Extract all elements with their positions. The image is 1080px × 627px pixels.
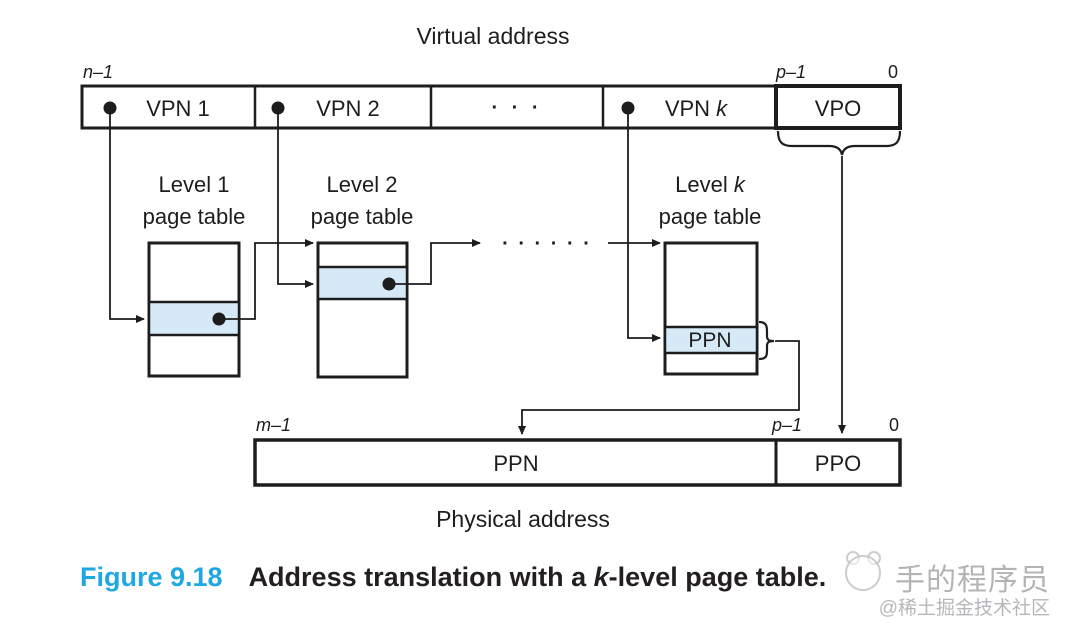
vpn1-lookup-arrow bbox=[109, 112, 145, 323]
vpn2-lookup-arrow bbox=[277, 112, 314, 288]
bit-label-m1: m–1 bbox=[256, 415, 291, 435]
watermark-community: @稀土掘金技术社区 bbox=[878, 598, 1050, 619]
ppn-entry-label: PPN bbox=[688, 329, 731, 352]
vpn1-label: VPN 1 bbox=[146, 96, 210, 121]
vpo-label: VPO bbox=[815, 96, 861, 121]
bit-label-p1-top: p–1 bbox=[775, 62, 806, 82]
vpn2-label: VPN 2 bbox=[316, 96, 380, 121]
figure-caption: Figure 9.18 Address translation with a k… bbox=[80, 562, 826, 593]
virtual-address-title: Virtual address bbox=[417, 23, 570, 49]
vpo-cell bbox=[774, 84, 902, 130]
bit-label-0-top: 0 bbox=[888, 62, 898, 82]
ppn-label: PPN bbox=[493, 451, 538, 476]
levelk-table bbox=[663, 241, 759, 376]
figure-number: Figure 9.18 bbox=[80, 562, 223, 592]
level2-entry-bullet bbox=[382, 277, 396, 291]
vpn2-bullet bbox=[271, 101, 285, 115]
bit-label-0-bottom: 0 bbox=[889, 415, 899, 435]
vpnk-bullet bbox=[621, 101, 635, 115]
figure-caption-text: Address translation with a k-level page … bbox=[248, 562, 827, 592]
level1-entry-bullet bbox=[212, 312, 226, 326]
levelk-title-line2: page table bbox=[659, 204, 762, 229]
ppn-entry-highlight bbox=[663, 325, 759, 355]
level2-title-line2: page table bbox=[311, 204, 414, 229]
level2-table bbox=[316, 241, 409, 379]
levelk-title-line1: Level k bbox=[675, 172, 746, 197]
vpnk-label: VPN k bbox=[665, 96, 728, 121]
ppo-label: PPO bbox=[815, 451, 861, 476]
bit-label-n1: n–1 bbox=[83, 62, 113, 82]
ppn-to-physical-arrow bbox=[518, 340, 800, 435]
physical-address-bar bbox=[253, 438, 902, 487]
physical-address-title: Physical address bbox=[436, 506, 610, 532]
bar-ellipsis: · · · bbox=[491, 97, 542, 119]
vpo-underbrace bbox=[776, 130, 902, 156]
level1-to-level2-pointer-arrow bbox=[222, 239, 314, 320]
level2-pointer-out-arrow bbox=[392, 239, 481, 285]
level1-title-line2: page table bbox=[143, 204, 246, 229]
bit-label-p1-bottom: p–1 bbox=[771, 415, 802, 435]
between-tables-ellipsis: · · · · · · bbox=[502, 233, 592, 255]
watermark-avatar-icon bbox=[845, 551, 881, 591]
level1-title-line1: Level 1 bbox=[159, 172, 230, 197]
vpn1-bullet bbox=[103, 101, 117, 115]
level2-title-line1: Level 2 bbox=[327, 172, 398, 197]
virtual-address-bar bbox=[80, 84, 902, 130]
ppn-entry-brace bbox=[758, 320, 775, 361]
watermark-username: 手的程序员 bbox=[895, 564, 1050, 597]
vpnk-lookup-arrow bbox=[627, 112, 661, 342]
